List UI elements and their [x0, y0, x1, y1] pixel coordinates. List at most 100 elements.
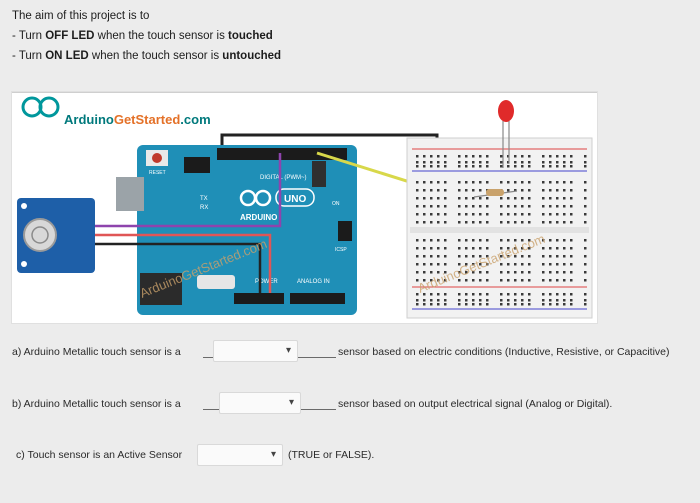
breadboard-hole — [507, 221, 510, 224]
breadboard-hole — [507, 271, 510, 274]
breadboard-hole — [458, 247, 461, 250]
breadboard-hole — [472, 247, 475, 250]
breadboard-hole — [479, 221, 482, 224]
breadboard-hole — [500, 293, 503, 296]
intro-line-3-bold-2: untouched — [222, 50, 282, 62]
breadboard-hole — [500, 247, 503, 250]
question-c-select[interactable]: ▾ — [197, 444, 283, 466]
breadboard-hole — [521, 303, 524, 306]
question-c-after: (TRUE or FALSE). — [288, 449, 375, 461]
breadboard-hole — [486, 293, 489, 296]
breadboard-hole — [423, 213, 426, 216]
breadboard-hole — [521, 247, 524, 250]
breadboard-hole — [549, 255, 552, 258]
led-icon — [498, 100, 514, 122]
resistor-icon — [486, 189, 504, 196]
breadboard-hole — [542, 197, 545, 200]
breadboard-hole — [528, 213, 531, 216]
breadboard-hole — [528, 255, 531, 258]
breadboard-hole — [514, 189, 517, 192]
breadboard-hole — [486, 161, 489, 164]
breadboard-hole — [423, 279, 426, 282]
breadboard-hole — [542, 181, 545, 184]
breadboard-hole — [486, 181, 489, 184]
breadboard-hole — [472, 189, 475, 192]
breadboard-hole — [437, 299, 440, 302]
breadboard-hole — [423, 255, 426, 258]
breadboard-hole — [430, 165, 433, 168]
breadboard-hole — [416, 299, 419, 302]
breadboard-hole — [570, 155, 573, 158]
breadboard-hole — [500, 255, 503, 258]
breadboard-hole — [430, 293, 433, 296]
breadboard-hole — [514, 293, 517, 296]
breadboard-hole — [472, 197, 475, 200]
breadboard-hole — [416, 239, 419, 242]
center-channel — [410, 227, 589, 233]
breadboard-hole — [570, 271, 573, 274]
breadboard-hole — [521, 239, 524, 242]
breadboard-hole — [563, 279, 566, 282]
breadboard-hole — [563, 221, 566, 224]
breadboard-hole — [472, 263, 475, 266]
breadboard-hole — [584, 197, 587, 200]
breadboard-hole — [549, 221, 552, 224]
breadboard-hole — [486, 299, 489, 302]
breadboard-hole — [549, 189, 552, 192]
breadboard-hole — [486, 213, 489, 216]
breadboard-hole — [444, 263, 447, 266]
breadboard-hole — [500, 165, 503, 168]
question-b-underline-right — [301, 409, 336, 410]
reset-label: RESET — [149, 170, 166, 176]
breadboard-hole — [556, 221, 559, 224]
question-b-label: b) Arduino Metallic touch sensor is a — [12, 398, 181, 410]
question-b-select[interactable]: ▾ — [219, 392, 301, 414]
breadboard-hole — [507, 293, 510, 296]
breadboard-hole — [514, 299, 517, 302]
breadboard-hole — [584, 247, 587, 250]
breadboard-hole — [423, 205, 426, 208]
breadboard-hole — [479, 189, 482, 192]
arduinogetstarted-logo: ArduinoGetStarted.com — [21, 96, 211, 127]
question-a-select[interactable]: ▾ — [213, 340, 298, 362]
breadboard-hole — [500, 299, 503, 302]
intro-line-2-mid: when the touch sensor is — [94, 30, 229, 42]
wiring-diagram-svg: ArduinoGetStarted.com RESET DIGITAL (PWM… — [17, 96, 593, 319]
breadboard-hole — [542, 165, 545, 168]
breadboard-hole — [549, 205, 552, 208]
breadboard-hole — [472, 181, 475, 184]
intro-line-3-pre: - Turn — [12, 50, 46, 62]
breadboard-hole — [479, 255, 482, 258]
capacitors — [197, 275, 235, 289]
breadboard-hole — [444, 239, 447, 242]
question-c-label: c) Touch sensor is an Active Sensor — [16, 449, 183, 461]
breadboard-hole — [437, 213, 440, 216]
breadboard-hole — [423, 161, 426, 164]
breadboard-hole — [423, 239, 426, 242]
breadboard-hole — [479, 161, 482, 164]
breadboard-hole — [430, 247, 433, 250]
breadboard-hole — [563, 239, 566, 242]
breadboard-hole — [465, 263, 468, 266]
breadboard-hole — [430, 205, 433, 208]
breadboard-hole — [514, 279, 517, 282]
breadboard-hole — [570, 293, 573, 296]
breadboard-hole — [584, 303, 587, 306]
breadboard-hole — [430, 271, 433, 274]
breadboard-hole — [444, 303, 447, 306]
breadboard-hole — [542, 303, 545, 306]
breadboard-hole — [521, 155, 524, 158]
breadboard-hole — [570, 161, 573, 164]
breadboard-hole — [549, 165, 552, 168]
breadboard-hole — [458, 303, 461, 306]
breadboard-hole — [507, 197, 510, 200]
breadboard — [406, 137, 593, 319]
breadboard-hole — [528, 279, 531, 282]
logo-text: ArduinoGetStarted.com — [64, 112, 211, 127]
breadboard-hole — [416, 255, 419, 258]
breadboard-hole — [542, 239, 545, 242]
question-a-label: a) Arduino Metallic touch sensor is a — [12, 346, 181, 358]
breadboard-hole — [500, 239, 503, 242]
breadboard-hole — [528, 247, 531, 250]
mount-hole-1 — [21, 203, 27, 209]
